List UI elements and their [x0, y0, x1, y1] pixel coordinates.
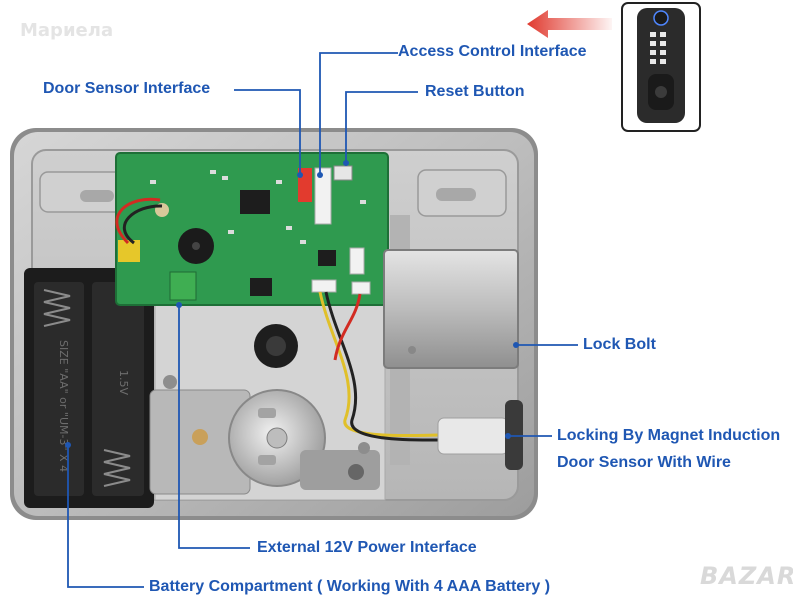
battery-leader	[67, 445, 144, 588]
pcb-board	[115, 152, 389, 306]
direction-arrow	[527, 10, 612, 38]
inductor	[250, 278, 272, 296]
label-lock-bolt: Lock Bolt	[583, 336, 656, 353]
battery-voltage-text: 1.5V	[117, 370, 130, 395]
label-magnet-induction: Locking By Magnet Induction	[557, 427, 781, 444]
access-control-connector	[314, 167, 332, 225]
watermark-bottom-right: BAZAR	[700, 562, 793, 590]
leader-lines	[67, 52, 578, 588]
label-access-control-interface: Access Control Interface	[398, 43, 587, 60]
battery-print-text: SIZE "AA" or "UM-3" X 4	[57, 340, 70, 472]
access-control-leader	[319, 52, 398, 175]
battery-compartment: SIZE "AA" or "UM-3" X 4 1.5V	[24, 268, 154, 508]
watermark-top-left: Мариела	[20, 20, 114, 41]
label-reset-button: Reset Button	[425, 83, 525, 100]
power-leader	[178, 305, 250, 549]
label-battery-compartment: Battery Compartment ( Working With 4 AAA…	[149, 578, 551, 595]
label-door-sensor-wire: Door Sensor With Wire	[557, 454, 731, 471]
reset-button-part	[333, 165, 353, 181]
power-terminal	[169, 271, 197, 301]
battery-connector	[118, 240, 140, 262]
wires	[115, 197, 441, 442]
chip	[240, 190, 270, 214]
motor-assembly	[149, 324, 380, 495]
chip	[318, 250, 336, 266]
label-door-sensor-interface: Door Sensor Interface	[43, 80, 211, 97]
lock-bolt	[383, 249, 519, 369]
reset-button-leader	[345, 91, 418, 163]
keypad-thumbnail	[621, 2, 701, 132]
leader-dots	[65, 160, 519, 448]
door-sensor-leader	[234, 89, 301, 175]
label-external-power: External 12V Power Interface	[257, 539, 477, 556]
